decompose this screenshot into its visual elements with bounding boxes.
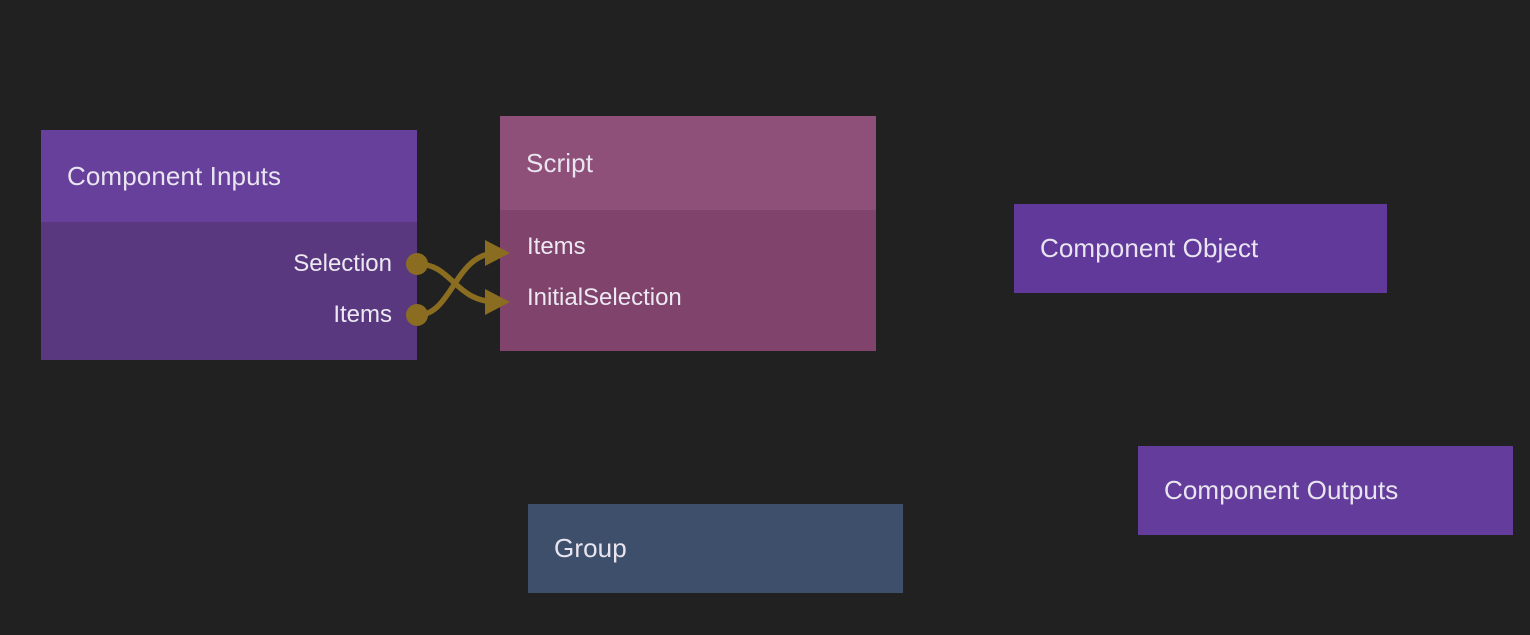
node-component-object-title: Component Object [1040,233,1259,263]
node-component-inputs-title: Component Inputs [67,160,282,191]
node-component-inputs-body: Selection Items [41,222,417,360]
node-component-outputs[interactable]: Component Outputs [1138,446,1513,535]
node-component-inputs-header[interactable]: Component Inputs [41,130,417,222]
node-component-outputs-header[interactable]: Component Outputs [1138,446,1513,535]
node-group-header[interactable]: Group [528,504,903,593]
node-group-title: Group [554,533,627,563]
input-port-label-items: Items [527,232,586,260]
output-port-row-selection[interactable]: Selection [41,238,417,289]
node-group[interactable]: Group [528,504,903,593]
node-component-inputs[interactable]: Component Inputs Selection Items [41,130,417,360]
node-component-outputs-title: Component Outputs [1164,475,1399,505]
node-component-object-header[interactable]: Component Object [1014,204,1387,293]
node-component-object[interactable]: Component Object [1014,204,1387,293]
output-port-label-items: Items [333,300,392,328]
node-script-title: Script [526,147,594,178]
node-script[interactable]: Script Items InitialSelection [500,116,876,351]
input-port-row-initialselection[interactable]: InitialSelection [500,272,876,323]
node-script-body: Items InitialSelection [500,210,876,351]
output-port-row-items[interactable]: Items [41,289,417,340]
output-port-label-selection: Selection [293,249,392,277]
node-script-header[interactable]: Script [500,116,876,210]
wire-selection-to-initialselection[interactable] [415,261,500,305]
input-port-label-initialselection: InitialSelection [527,283,682,311]
input-port-row-items[interactable]: Items [500,221,876,272]
wire-items-to-items[interactable] [415,250,500,318]
